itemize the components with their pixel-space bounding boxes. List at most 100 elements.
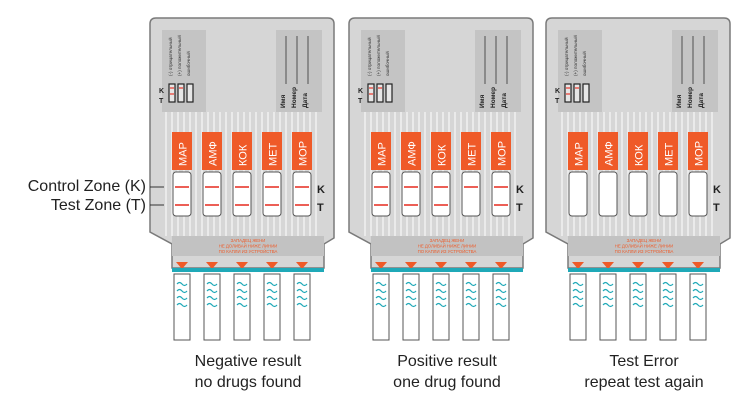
wick-wave [465, 295, 477, 301]
side-letter-k: K [516, 184, 524, 196]
legend-window [385, 83, 393, 103]
wick-wave [296, 295, 308, 301]
drug-label-tag [202, 132, 222, 170]
wick-wave [266, 281, 278, 287]
sample-instruction: НЕ ДОЛИВАЙ НИЖЕ ЛИНИИ [219, 244, 278, 249]
legend-letter-k: K [159, 88, 164, 95]
wick-wave [375, 295, 387, 301]
caption-subtitle: no drugs found [195, 374, 302, 391]
legend-window [573, 83, 581, 103]
result-window [172, 171, 192, 217]
result-window [232, 171, 252, 217]
result-window [598, 171, 618, 217]
drug-label-tag [628, 132, 648, 170]
result-legend-label: (+) положительный [375, 35, 381, 76]
result-window [658, 171, 678, 217]
drug-label-tag [658, 132, 678, 170]
sample-arrow [176, 262, 188, 269]
sample-teal-bar [371, 268, 523, 272]
sample-arrow [236, 262, 248, 269]
wick-wave [266, 302, 278, 308]
drug-name-2: АМФ [604, 141, 616, 166]
drug-name-5: МОР [497, 141, 509, 166]
sample-arrow [495, 262, 507, 269]
drug-name-4: МЕТ [268, 143, 280, 167]
wick-wave [495, 295, 507, 301]
wick-wave [662, 288, 674, 294]
drug-name-5: МОР [694, 141, 706, 166]
wick-wave [405, 295, 417, 301]
legend-window [168, 83, 176, 103]
result-legend-label: (-) отрицательный [563, 37, 569, 76]
form-field-label: Номер [490, 87, 497, 108]
legend-window [177, 83, 185, 103]
result-window [568, 171, 588, 217]
wick-wave [692, 302, 704, 308]
wick-wave [206, 281, 218, 287]
drug-label-tag [688, 132, 708, 170]
wick-wave [495, 302, 507, 308]
wick-wave [266, 288, 278, 294]
form-box [475, 30, 521, 112]
result-window [292, 171, 312, 217]
drug-name-4: МЕТ [664, 143, 676, 167]
sample-instruction: ЗАПАДЕЦ ЖЕНИ [231, 238, 266, 243]
sample-arrow [692, 262, 704, 269]
result-window [262, 171, 282, 217]
form-field-label: Дата [501, 93, 508, 108]
legend-window [367, 83, 375, 103]
drug-label-tag [491, 132, 511, 170]
result-window [401, 171, 421, 217]
drug-label-tag [401, 132, 421, 170]
wick-wave [572, 302, 584, 308]
result-legend-label: (+) положительный [572, 35, 578, 76]
drug-name-4: МЕТ [467, 143, 479, 167]
sample-arrow [662, 262, 674, 269]
wick-wave [692, 295, 704, 301]
legend-window [376, 83, 384, 103]
wick-wave [602, 295, 614, 301]
wick-wave [176, 295, 188, 301]
wick-wave [296, 281, 308, 287]
wick-wave [206, 288, 218, 294]
drug-name-3: КОК [634, 144, 646, 166]
wick-wave [206, 302, 218, 308]
wick-wave [236, 295, 248, 301]
wick-wave [405, 281, 417, 287]
wick-wave [495, 288, 507, 294]
wick-wave [602, 288, 614, 294]
result-legend-label: (-) отрицательный [167, 37, 173, 76]
wick-wave [375, 281, 387, 287]
drug-name-2: АМФ [407, 141, 419, 166]
wick-wave [206, 295, 218, 301]
wick-wave [632, 295, 644, 301]
sample-instruction: ПО КАПЛИ ИЗ УСТРОЙСТВА [219, 249, 278, 254]
wick-wave [296, 302, 308, 308]
sample-teal-bar [568, 268, 720, 272]
form-field-label: Номер [687, 87, 694, 108]
result-window [461, 171, 481, 217]
result-legend-label: (-) отрицательный [366, 37, 372, 76]
form-field-label: Имя [479, 95, 486, 108]
wick-wave [176, 288, 188, 294]
drug-name-3: КОК [437, 144, 449, 166]
wick-wave [435, 288, 447, 294]
wick-wave [495, 281, 507, 287]
legend-letter-k: K [358, 88, 363, 95]
sample-arrow [632, 262, 644, 269]
sample-instruction: ЗАПАДЕЦ ЖЕНИ [627, 238, 662, 243]
wick-wave [236, 302, 248, 308]
result-legend-label: ошибочный [384, 51, 390, 76]
caption-title: Test Error [609, 353, 679, 370]
wick-wave [176, 302, 188, 308]
side-letter-t: T [317, 202, 324, 214]
result-window [628, 171, 648, 217]
sample-arrow [375, 262, 387, 269]
wick-wave [435, 302, 447, 308]
drug-label-tag [292, 132, 312, 170]
drug-label-tag [232, 132, 252, 170]
sample-arrow [465, 262, 477, 269]
sample-instruction: НЕ ДОЛИВАЙ НИЖЕ ЛИНИИ [615, 244, 674, 249]
